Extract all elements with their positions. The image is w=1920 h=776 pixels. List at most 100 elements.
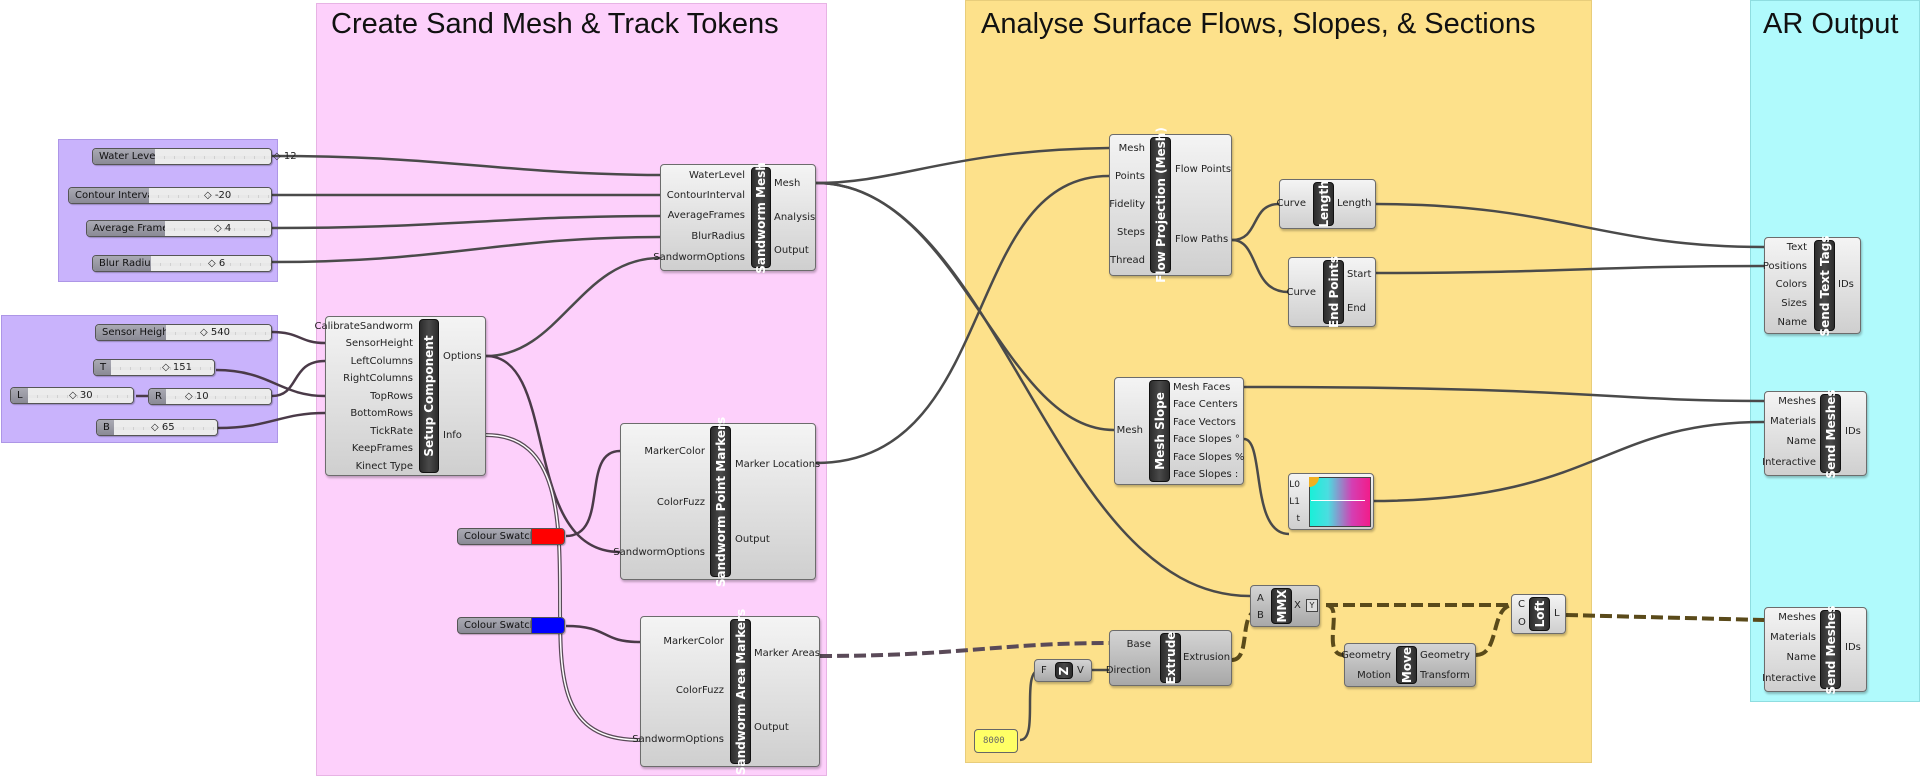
output-ids[interactable]: IDs (1845, 426, 1861, 437)
input-marker-color[interactable]: MarkerColor (644, 446, 705, 457)
input-contour-interval[interactable]: ContourInterval (666, 190, 745, 201)
mesh-slope-component[interactable]: Mesh Slope Mesh Mesh Faces Face Centers … (1114, 377, 1244, 485)
input-sandworm-options[interactable]: SandwormOptions (653, 252, 745, 263)
group-analyse-surface[interactable] (965, 0, 1592, 763)
input-interactive[interactable]: Interactive (1762, 457, 1816, 468)
input-color-fuzz[interactable]: ColorFuzz (675, 685, 724, 696)
input-curve[interactable]: Curve (1276, 198, 1306, 209)
input-sizes[interactable]: Sizes (1781, 298, 1807, 309)
input-sandworm-options[interactable]: SandwormOptions (632, 734, 724, 745)
input-steps[interactable]: Steps (1117, 227, 1145, 238)
output-start[interactable]: Start (1347, 269, 1372, 280)
output-l[interactable]: L (1554, 608, 1560, 619)
mmx-component[interactable]: MMX A B X Y (1250, 585, 1320, 627)
input-marker-color[interactable]: MarkerColor (663, 636, 724, 647)
output-end[interactable]: End (1347, 303, 1367, 314)
move-component[interactable]: Move Geometry Motion Geometry Transform (1341, 643, 1476, 687)
output-options[interactable]: Options (443, 351, 482, 362)
input-name[interactable]: Name (1786, 652, 1816, 663)
gradient-handle-icon[interactable] (1309, 477, 1319, 487)
output-face-vectors[interactable]: Face Vectors (1173, 417, 1236, 428)
slider-sensor-height[interactable]: Sensor Height ◇ 540 (95, 324, 272, 341)
output-mesh-faces[interactable]: Mesh Faces (1173, 382, 1231, 393)
output-marker-areas[interactable]: Marker Areas (754, 648, 820, 659)
output-ids[interactable]: IDs (1845, 642, 1861, 653)
input-o[interactable]: O (1518, 617, 1526, 628)
output-face-slopes-ratio[interactable]: Face Slopes : (1173, 469, 1239, 480)
sandworm-point-markers-component[interactable]: Sandworm Point Markers MarkerColor Color… (613, 416, 820, 586)
input-positions[interactable]: Positions (1762, 261, 1807, 272)
output-x[interactable]: X (1294, 600, 1301, 611)
input-t[interactable]: t (1296, 514, 1300, 524)
input-name[interactable]: Name (1786, 436, 1816, 447)
output-flow-paths[interactable]: Flow Paths (1175, 234, 1229, 245)
input-meshes[interactable]: Meshes (1778, 396, 1816, 407)
slider-contour-interval[interactable]: Contour Interval ◇ -20 (68, 187, 272, 204)
output-output[interactable]: Output (735, 534, 770, 545)
input-average-frames[interactable]: AverageFrames (667, 210, 745, 221)
input-l0[interactable]: L0 (1289, 480, 1300, 490)
input-b[interactable]: B (1257, 610, 1264, 621)
input-base[interactable]: Base (1126, 639, 1151, 650)
sandworm-area-markers-component[interactable]: Sandworm Area Markers MarkerColor ColorF… (632, 608, 820, 775)
slider-average-frames[interactable]: Average Frames ◇ 4 (86, 220, 272, 237)
sandworm-mesh-component[interactable]: Sandworm Mesh WaterLevel ContourInterval… (653, 162, 816, 273)
input-thread[interactable]: Thread (1110, 255, 1145, 266)
input-meshes[interactable]: Meshes (1778, 612, 1816, 623)
send-meshes-component[interactable]: Send Meshes Meshes Materials Name Intera… (1762, 605, 1867, 694)
input-calibrate-sandworm[interactable]: CalibrateSandworm (314, 321, 413, 332)
slider-l[interactable]: L ◇ 30 (10, 387, 134, 404)
input-f[interactable]: F (1041, 665, 1047, 676)
setup-component[interactable]: Setup Component CalibrateSandworm Sensor… (315, 316, 486, 476)
input-l1[interactable]: L1 (1289, 497, 1300, 507)
slider-water-level[interactable]: Water Level ◇ 12 (92, 148, 297, 165)
slider-b[interactable]: B ◇ 65 (96, 419, 218, 436)
swatch-color[interactable] (531, 618, 564, 633)
output-flow-points[interactable]: Flow Points (1175, 164, 1232, 175)
swatch-color[interactable] (531, 529, 564, 544)
unit-z-component[interactable]: Z F V (1034, 659, 1092, 682)
gradient-component[interactable]: L0 L1 t (1288, 473, 1374, 530)
output-marker-locations[interactable]: Marker Locations (735, 459, 821, 470)
input-fidelity[interactable]: Fidelity (1109, 199, 1145, 210)
input-colors[interactable]: Colors (1775, 279, 1807, 290)
input-sensor-height[interactable]: SensorHeight (345, 338, 413, 349)
output-v[interactable]: V (1077, 665, 1084, 676)
input-right-columns[interactable]: RightColumns (343, 373, 413, 384)
input-interactive[interactable]: Interactive (1762, 673, 1816, 684)
input-mesh[interactable]: Mesh (1116, 425, 1143, 436)
output-geometry[interactable]: Geometry (1420, 650, 1470, 661)
loft-component[interactable]: Loft C O L (1511, 594, 1566, 634)
number-panel[interactable]: 8000 (974, 729, 1018, 753)
input-materials[interactable]: Materials (1770, 416, 1816, 427)
input-materials[interactable]: Materials (1770, 632, 1816, 643)
output-face-centers[interactable]: Face Centers (1173, 399, 1238, 410)
output-transform[interactable]: Transform (1420, 670, 1470, 681)
input-motion[interactable]: Motion (1357, 670, 1391, 681)
input-text[interactable]: Text (1786, 242, 1807, 253)
send-meshes-component[interactable]: Send Meshes Meshes Materials Name Intera… (1762, 389, 1867, 478)
slider-r[interactable]: R ◇ 10 (148, 388, 272, 405)
input-water-level[interactable]: WaterLevel (689, 170, 745, 181)
input-geometry[interactable]: Geometry (1341, 650, 1391, 661)
input-points[interactable]: Points (1114, 171, 1145, 182)
input-direction[interactable]: Direction (1105, 665, 1151, 676)
output-face-slopes-percent[interactable]: Face Slopes % (1173, 452, 1245, 463)
output-face-slopes-degrees[interactable]: Face Slopes ° (1173, 434, 1240, 445)
length-component[interactable]: Length Curve Length (1276, 179, 1376, 229)
input-blur-radius[interactable]: BlurRadius (691, 231, 745, 242)
extrude-component[interactable]: Extrude Base Direction Extrusion (1105, 630, 1232, 686)
output-output[interactable]: Output (774, 245, 809, 256)
send-text-tags-component[interactable]: Send Text Tags Text Positions Colors Siz… (1762, 235, 1861, 336)
input-keep-frames[interactable]: KeepFrames (351, 443, 413, 454)
input-tick-rate[interactable]: TickRate (370, 426, 413, 437)
colour-swatch-red[interactable]: Colour Swatch (457, 528, 565, 545)
colour-swatch-blue[interactable]: Colour Swatch (457, 617, 565, 634)
input-color-fuzz[interactable]: ColorFuzz (656, 497, 705, 508)
input-mesh[interactable]: Mesh (1118, 143, 1145, 154)
input-c[interactable]: C (1518, 599, 1525, 610)
output-extrusion[interactable]: Extrusion (1183, 652, 1231, 663)
input-kinect-type[interactable]: Kinect Type (355, 461, 413, 472)
output-analysis[interactable]: Analysis (774, 212, 816, 223)
output-output[interactable]: Output (754, 722, 789, 733)
